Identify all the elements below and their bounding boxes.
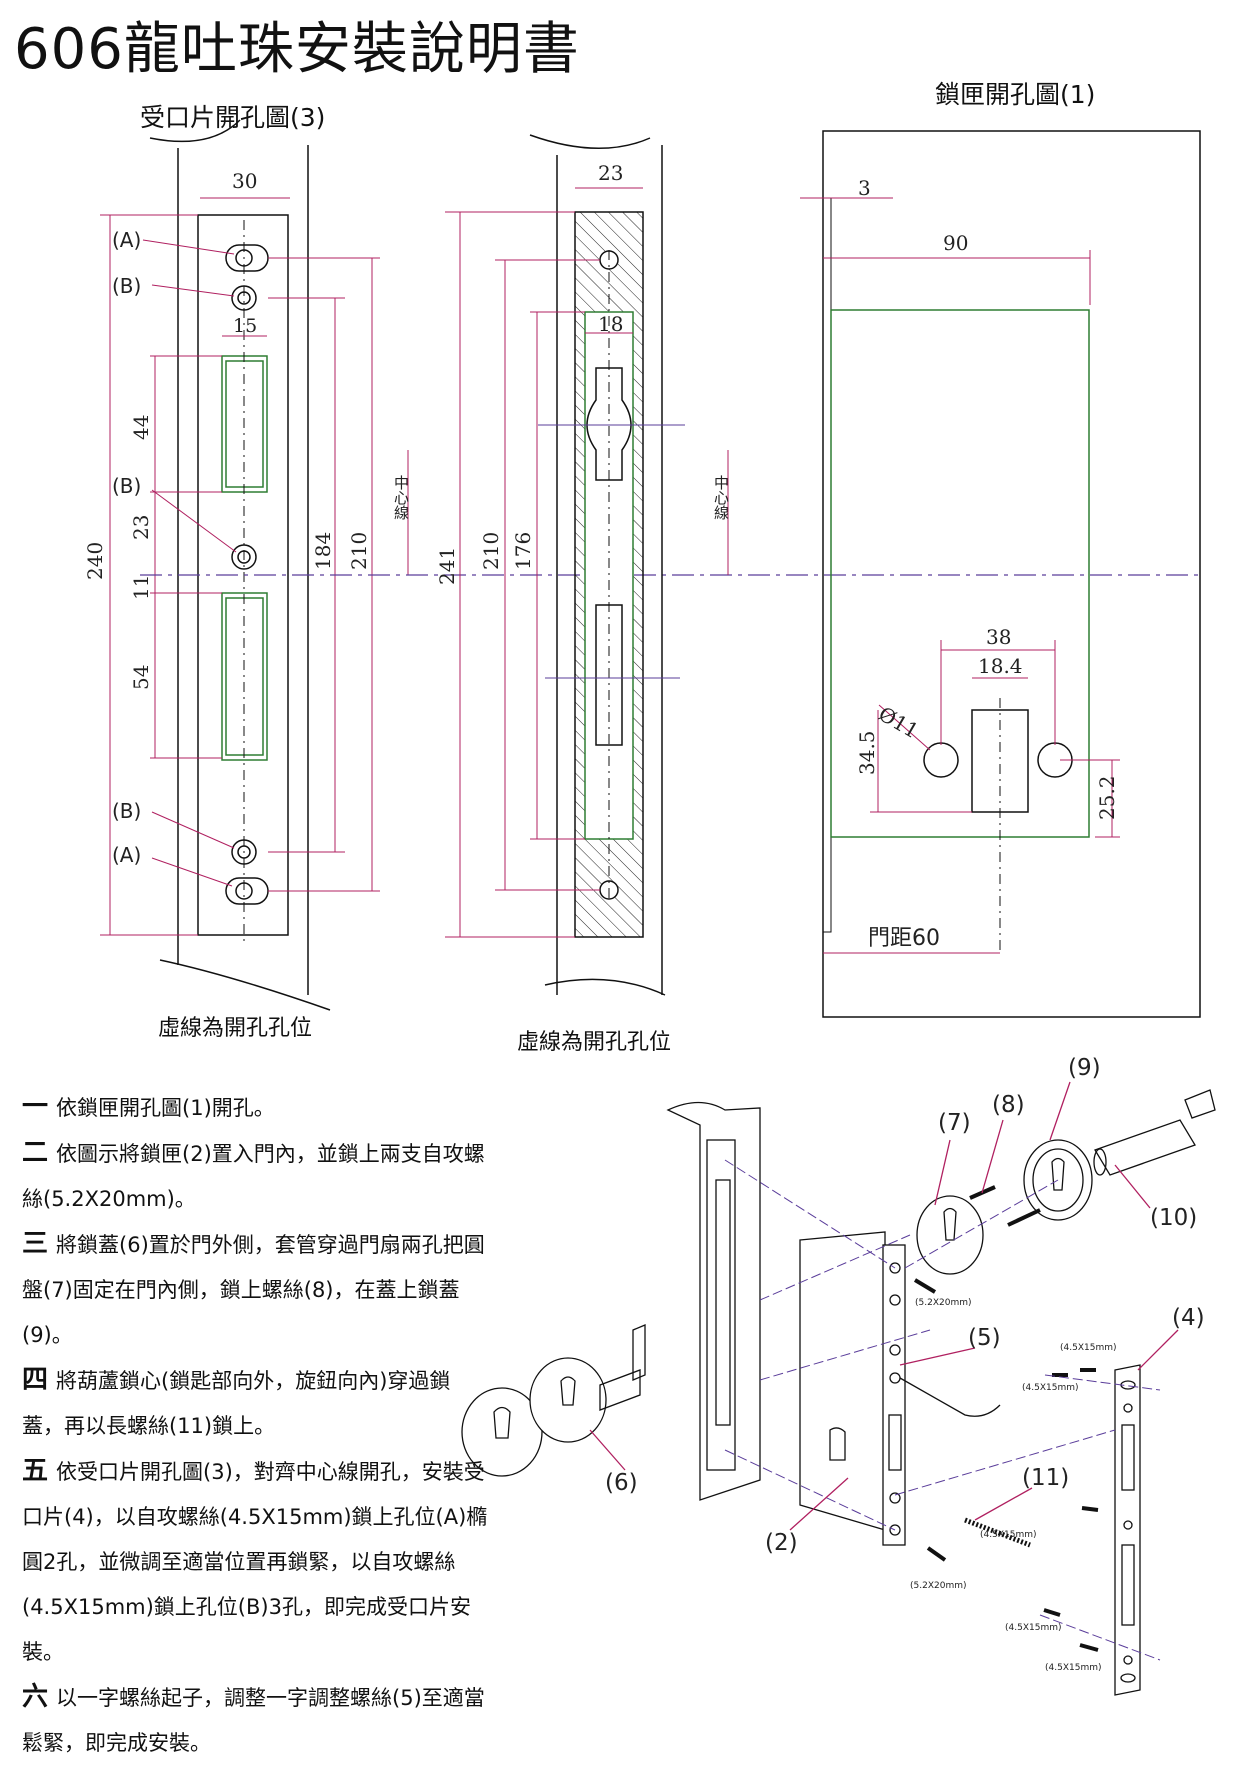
screw-spec-4-5x15-long: (4.5X15mm)	[980, 1530, 1037, 1540]
step-1: 一依鎖匣開孔圖(1)開孔。	[22, 1092, 275, 1122]
strike-plate-dimensions	[100, 197, 409, 936]
callout-4: (4)	[1172, 1305, 1205, 1331]
step-6: 六以一字螺絲起子，調整一字調整螺絲(5)至適當鬆緊，即完成安裝。	[22, 1682, 485, 1755]
screw-spec-4-5x15-d: (4.5X15mm)	[1045, 1663, 1102, 1673]
dim-23: 23	[129, 515, 153, 540]
dim-18-4: 18.4	[978, 654, 1023, 678]
callout-7: (7)	[938, 1110, 971, 1136]
mortise-dimensions	[445, 187, 729, 938]
strike-plate-labels: (A) (B) (B) (B) (A) 30 15 44 23 11 54 24…	[83, 169, 371, 867]
installation-steps: 一依鎖匣開孔圖(1)開孔。 二依圖示將鎖匣(2)置入門內，並鎖上兩支自攻螺絲(5…	[22, 1085, 492, 1766]
dim-width-30: 30	[232, 169, 257, 193]
screw-spec-4-5x15-c: (4.5X15mm)	[1005, 1623, 1062, 1633]
hole-label-b-mid: (B)	[112, 474, 141, 498]
callout-2: (2)	[765, 1530, 798, 1556]
hole-label-b-bottom: (B)	[112, 799, 141, 823]
page-title: 606龍吐珠安裝說明書	[14, 17, 580, 82]
dim-90: 90	[943, 231, 968, 255]
dim-18: 18	[598, 312, 623, 336]
step-4: 四將葫蘆鎖心(鎖匙部向外，旋鈕向內)穿過鎖蓋，再以長螺絲(11)鎖上。	[22, 1365, 451, 1438]
caption-left: 虛線為開孔孔位	[158, 1016, 313, 1041]
caption-mid: 虛線為開孔孔位	[517, 1030, 672, 1055]
screw-spec-5-2x20-top: (5.2X20mm)	[915, 1298, 972, 1308]
callout-5: (5)	[968, 1325, 1001, 1351]
lock-case-dimensions	[800, 197, 1120, 954]
callout-9: (9)	[1068, 1055, 1101, 1081]
center-line-label-left: 中心線	[392, 475, 410, 520]
strike-plate-drawing	[149, 119, 331, 1011]
callout-leaders	[589, 1081, 1179, 1531]
dim-25-2: 25.2	[1095, 775, 1119, 820]
dim-210-mid: 210	[479, 532, 503, 570]
dim-184: 184	[311, 532, 335, 570]
dim-44: 44	[129, 415, 153, 440]
dim-176: 176	[511, 532, 535, 570]
exploded-assembly	[461, 1089, 1216, 1696]
screw-spec-5-2x20-bottom: (5.2X20mm)	[910, 1581, 967, 1591]
screw-spec-4-5x15-a: (4.5X15mm)	[1060, 1343, 1117, 1353]
callout-6: (6)	[605, 1470, 638, 1496]
hole-label-a-bottom: (A)	[112, 843, 141, 867]
step-2: 二依圖示將鎖匣(2)置入門內，並鎖上兩支自攻螺絲(5.2X20mm)。	[22, 1138, 485, 1211]
center-line-label-mid: 中心線	[712, 475, 730, 520]
dim-210-left: 210	[347, 532, 371, 570]
dim-34-5: 34.5	[855, 730, 879, 775]
mortise-drawing	[529, 134, 685, 996]
hole-label-a-top: (A)	[112, 228, 141, 252]
dim-54: 54	[129, 665, 153, 690]
lock-case-drawing	[822, 130, 1201, 1018]
dim-3: 3	[858, 176, 871, 200]
step-3: 三將鎖蓋(6)置於門外側，套管穿過門扇兩孔把圓盤(7)固定在門內側，鎖上螺絲(8…	[22, 1229, 485, 1347]
dim-240: 240	[83, 542, 107, 580]
mortise-drawing-title: 鎖匣開孔圖(1)	[935, 80, 1096, 109]
screw-spec-4-5x15-b: (4.5X15mm)	[1022, 1383, 1079, 1393]
hole-label-b-top: (B)	[112, 274, 141, 298]
assembly-guide-lines	[724, 1159, 1161, 1661]
dim-11: 11	[129, 575, 153, 600]
dim-38: 38	[986, 625, 1011, 649]
callout-11: (11)	[1022, 1465, 1069, 1491]
dim-23-mid: 23	[598, 161, 623, 185]
callout-8: (8)	[992, 1092, 1025, 1118]
callout-10: (10)	[1150, 1205, 1197, 1231]
step-5: 五依受口片開孔圖(3)，對齊中心線開孔，安裝受口片(4)，以自攻螺絲(4.5X1…	[22, 1456, 488, 1664]
dim-15: 15	[233, 315, 257, 337]
backset-label: 門距60	[868, 926, 940, 951]
dim-241: 241	[435, 547, 459, 585]
